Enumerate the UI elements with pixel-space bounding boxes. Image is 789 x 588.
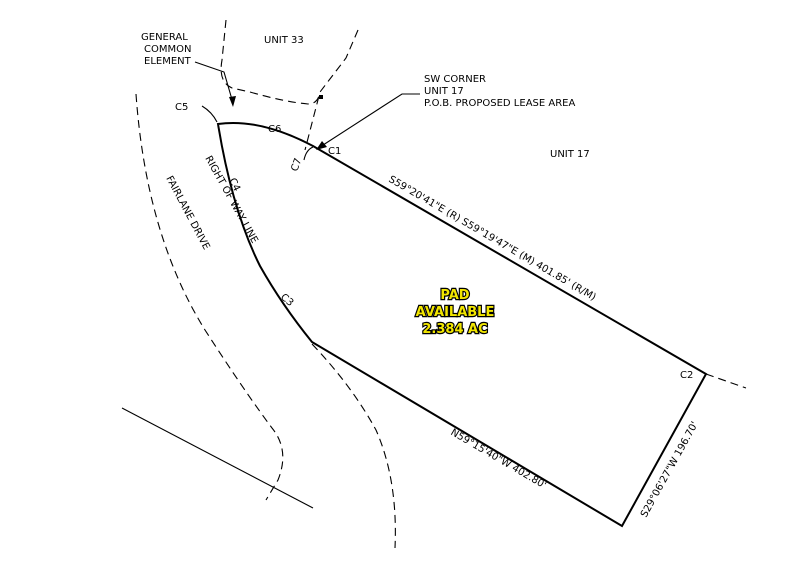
unit-33-south-boundary (249, 91, 321, 105)
sw-corner-line1: SW CORNER (424, 74, 486, 85)
unit-33-east-boundary (304, 29, 359, 151)
curve-c7-label: C7 (289, 157, 304, 173)
lease-area-boundary (216, 121, 708, 528)
monument-marker (319, 95, 323, 99)
sw-corner-line2: UNIT 17 (424, 86, 464, 97)
pad-title: PAD (440, 288, 469, 303)
fairlane-drive-west-edge (135, 93, 284, 501)
unit-17-label: UNIT 17 (550, 149, 590, 160)
curve-c1-label: C1 (328, 146, 341, 157)
pad-area: 2.384 AC (422, 322, 487, 337)
fairlane-drive-east-edge (311, 343, 396, 549)
unit-33-west-boundary (220, 19, 251, 93)
general-common-element-line3: ELEMENT (144, 56, 192, 67)
curve-c4-label: C4 (226, 176, 242, 193)
sw-corner-line3: P.O.B. PROPOSED LEASE AREA (424, 98, 575, 109)
sw-corner-leader (319, 93, 420, 148)
unit-17-extension-line (705, 373, 747, 389)
right-of-way-line-label: RIGHT OF WAY LINE (202, 154, 259, 245)
c7-leader (303, 146, 314, 161)
sw-corner-arrowhead (316, 141, 327, 150)
unit-33-label: UNIT 33 (264, 35, 304, 46)
general-common-element-line1: GENERAL (141, 32, 188, 43)
curve-c6-label: C6 (268, 124, 281, 135)
south-line-bearing-label: N59°15'40"W 402.80' (448, 427, 548, 491)
road-edge-line (121, 407, 314, 509)
curve-c5-label: C5 (175, 102, 188, 113)
fairlane-drive-label: FAIRLANE DRIVE (163, 174, 211, 252)
c5-leader (201, 105, 218, 123)
pad-available: AVAILABLE (416, 305, 495, 320)
north-line-bearing-label: S59°20'41"E (R) S59°19'47"E (M) 401.85' … (386, 174, 597, 303)
general-common-element-arrowhead (229, 96, 236, 107)
east-line-bearing-label: S29°06'27"W 196.70' (639, 420, 701, 520)
general-common-element-leader (194, 61, 234, 104)
general-common-element-line2: COMMON (144, 44, 191, 55)
curve-c2-label: C2 (680, 370, 693, 381)
curve-c3-label: C3 (278, 292, 295, 309)
